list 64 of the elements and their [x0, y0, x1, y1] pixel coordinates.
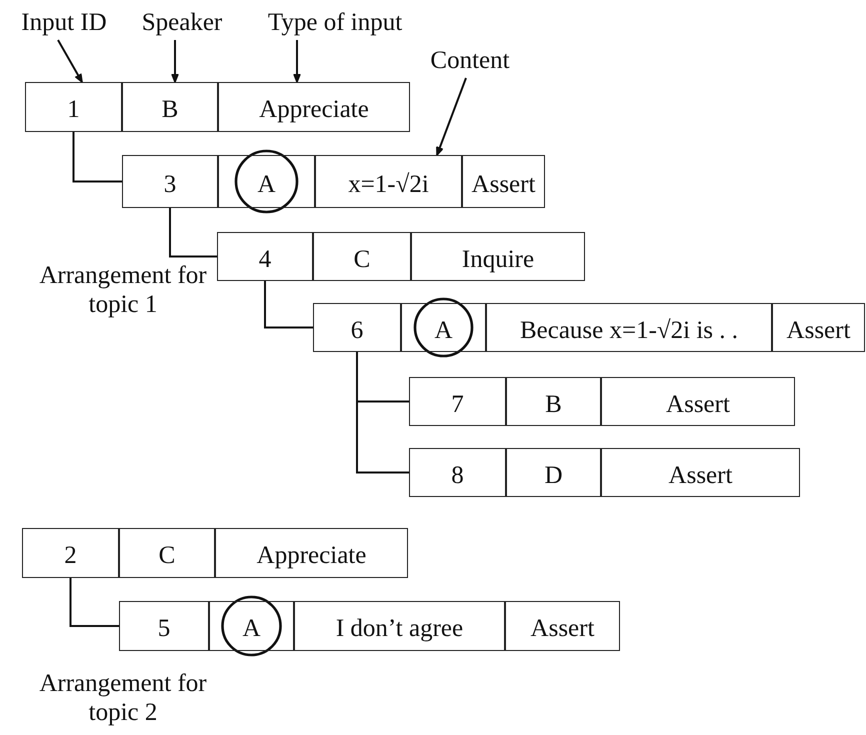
- topic-label: Arrangement for topic 2: [38, 670, 208, 728]
- speaker-letter: C: [354, 244, 370, 274]
- speaker-letter: C: [158, 541, 176, 570]
- heading-label: Input ID: [21, 9, 107, 37]
- id-cell: [217, 232, 313, 281]
- leader-arrow: [436, 78, 467, 156]
- leader-arrow: [293, 40, 301, 84]
- input-type: Appreciate: [256, 541, 366, 570]
- type-cell: [462, 155, 545, 208]
- speaker-letter: B: [162, 95, 178, 124]
- topic-label: Arrangement for topic 1: [38, 262, 208, 320]
- speaker-letter: D: [544, 460, 563, 490]
- id-cell: [122, 155, 218, 208]
- input-type: Inquire: [462, 244, 534, 274]
- input-id-number: 5: [158, 614, 170, 643]
- content-cell: [315, 155, 462, 208]
- type-cell: [218, 82, 410, 132]
- type-cell: [411, 232, 585, 281]
- input-id-number: 1: [67, 95, 80, 124]
- type-cell: [505, 601, 620, 651]
- content-cell: [294, 601, 505, 651]
- id-cell: [25, 82, 122, 132]
- heading-label: Type of input: [268, 9, 402, 37]
- speaker-cell: [209, 601, 294, 651]
- speaker-cell: [122, 82, 218, 132]
- input-type: Appreciate: [259, 95, 369, 124]
- id-cell: [409, 448, 506, 497]
- id-cell: [409, 377, 506, 426]
- leader-arrow: [57, 40, 83, 84]
- type-cell: [772, 303, 865, 352]
- speaker-letter: B: [545, 390, 562, 418]
- id-cell: [22, 528, 119, 578]
- leader-arrow: [171, 40, 179, 84]
- input-id-number: 7: [451, 390, 464, 418]
- speaker-letter: A: [242, 614, 261, 643]
- input-id-number: 8: [451, 460, 464, 490]
- content-text: Because x=1-√2i is . .: [520, 316, 738, 344]
- content-cell: [486, 303, 772, 352]
- input-id-number: 4: [258, 244, 272, 274]
- type-cell: [215, 528, 408, 578]
- input-type: Assert: [530, 614, 594, 643]
- input-type: Assert: [786, 316, 850, 344]
- id-cell: [119, 601, 209, 651]
- type-cell: [601, 377, 795, 426]
- input-id-number: 2: [64, 541, 77, 570]
- speaker-cell: [506, 448, 601, 497]
- heading-label: Content: [430, 47, 510, 75]
- speaker-cell: [313, 232, 411, 281]
- input-id-number: 6: [350, 316, 364, 344]
- speaker-cell: [119, 528, 215, 578]
- type-cell: [601, 448, 800, 497]
- input-id-number: 3: [164, 170, 176, 198]
- content-text: x=1-√2i: [348, 170, 429, 198]
- speaker-letter: A: [257, 170, 276, 198]
- speaker-cell: [218, 155, 315, 208]
- input-type: Assert: [472, 170, 536, 198]
- heading-label: Speaker: [142, 9, 222, 37]
- speaker-cell: [506, 377, 601, 426]
- speaker-cell: [401, 303, 486, 352]
- speaker-letter: A: [434, 316, 453, 344]
- input-type: Assert: [666, 390, 730, 418]
- content-text: I don’t agree: [336, 614, 464, 643]
- id-cell: [313, 303, 401, 352]
- input-type: Assert: [668, 460, 732, 490]
